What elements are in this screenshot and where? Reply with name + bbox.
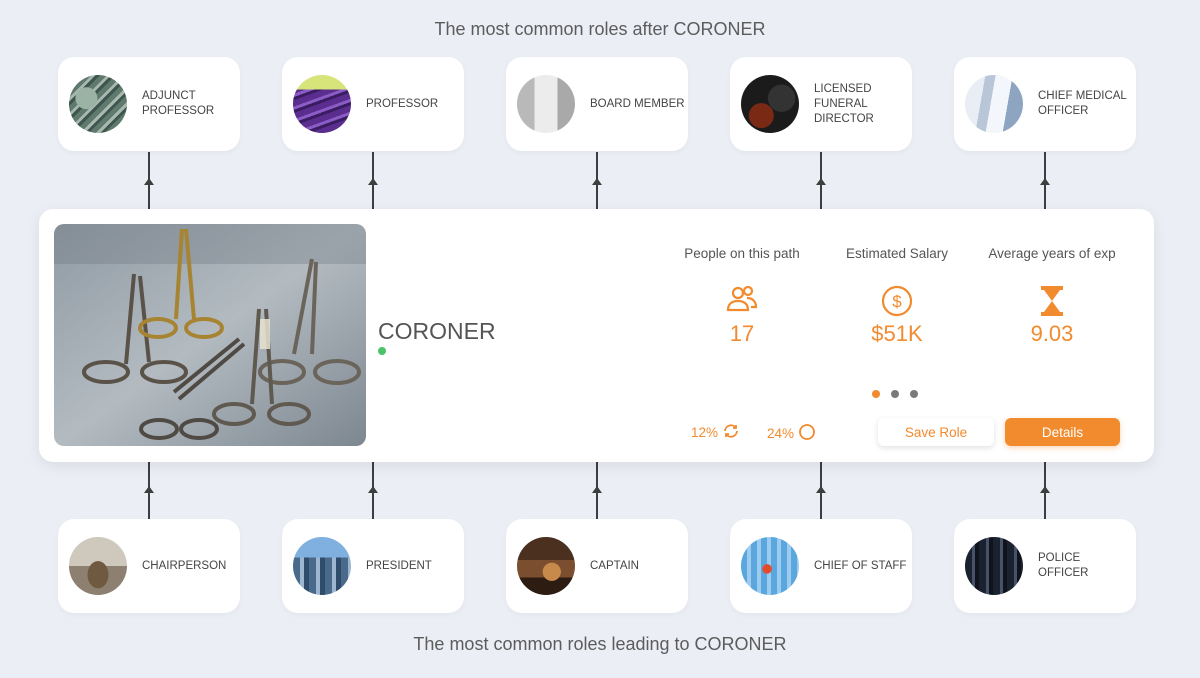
role-card-professor[interactable]: PROFESSOR [282,57,464,151]
arrow-up-icon [816,178,826,185]
people-stat: People on this path 17 [662,244,822,347]
police-officers-photo [965,537,1023,595]
role-label: CHIEF OF STAFF [814,559,907,572]
role-label: PRESIDENT [366,559,432,572]
role-label: ADJUNCT PROFESSOR [142,90,215,117]
roles-leading-heading: The most common roles leading to CORONER [413,634,787,654]
experience-stat-value: 9.03 [1030,321,1074,346]
percentage-circle: 24% [767,423,816,444]
role-card-chief-medical-officer[interactable]: CHIEF MEDICAL OFFICER [954,57,1136,151]
role-card-captain[interactable]: CAPTAIN [506,519,688,613]
forceps-illustration [54,224,366,446]
experience-stat: Average years of exp 9.03 [972,244,1132,347]
arrow-up-icon [144,178,154,185]
percentage-refresh: 12% [691,423,740,442]
pager-dot-3[interactable] [910,390,918,398]
role-label: BOARD MEMBER [590,97,685,110]
dollar-icon: $ [817,285,977,317]
salary-stat-label: Estimated Salary [845,246,949,261]
hourglass-icon [972,285,1132,316]
svg-text:$: $ [892,292,902,311]
current-role-title: CORONER [378,318,496,344]
role-card-president[interactable]: PRESIDENT [282,519,464,613]
salary-stat-value: $51K [871,321,923,346]
arrow-up-icon [368,486,378,493]
role-card-licensed-funeral-director[interactable]: LICENSED FUNERAL DIRECTOR [730,57,912,151]
auditorium-seats-photo [293,75,351,133]
role-card-board-member[interactable]: BOARD MEMBER [506,57,688,151]
role-label: LICENSED FUNERAL DIRECTOR [814,82,874,125]
arrow-up-icon [144,486,154,493]
casket-photo [741,75,799,133]
restaurant-photo [517,537,575,595]
status-dot [378,347,386,355]
arrow-up-icon [368,178,378,185]
surgical-forceps-photo [54,224,366,446]
refresh-icon [722,423,740,442]
percentage-circle-value: 24% [767,426,795,441]
role-label: PROFESSOR [366,97,439,110]
role-label: CAPTAIN [590,559,639,572]
circle-icon [798,423,816,444]
people-stat-label: People on this path [684,246,800,261]
arrow-up-icon [1040,486,1050,493]
doctors-photo [965,75,1023,133]
pager-dot-1[interactable] [872,390,880,398]
roles-after-heading: The most common roles after CORONER [434,19,766,39]
people-icon [662,285,822,315]
role-label: CHIEF MEDICAL OFFICER [1038,90,1127,117]
percentage-refresh-value: 12% [691,425,719,440]
role-card-adjunct-professor[interactable]: ADJUNCT PROFESSOR [58,57,240,151]
role-label: CHAIRPERSON [142,559,227,572]
arrow-up-icon [592,486,602,493]
details-button[interactable]: Details [1005,418,1120,446]
arrow-up-icon [592,178,602,185]
role-card-chairperson[interactable]: CHAIRPERSON [58,519,240,613]
salary-stat: Estimated Salary $ $51K [817,244,977,347]
lecture-hall-photo [69,75,127,133]
city-skyline-photo [293,537,351,595]
current-role-card: CORONER People on this path 17 Estimated… [39,209,1154,462]
role-card-police-officer[interactable]: POLICE OFFICER [954,519,1136,613]
experience-stat-label: Average years of exp [988,246,1116,261]
arrow-up-icon [1040,178,1050,185]
save-role-button[interactable]: Save Role [878,418,994,446]
people-figures-photo [741,537,799,595]
pager-dot-2[interactable] [891,390,899,398]
boardroom-photo [517,75,575,133]
role-label: POLICE OFFICER [1038,552,1089,579]
meeting-room-photo [69,537,127,595]
role-card-chief-of-staff[interactable]: CHIEF OF STAFF [730,519,912,613]
arrow-up-icon [816,486,826,493]
people-stat-value: 17 [729,321,755,346]
